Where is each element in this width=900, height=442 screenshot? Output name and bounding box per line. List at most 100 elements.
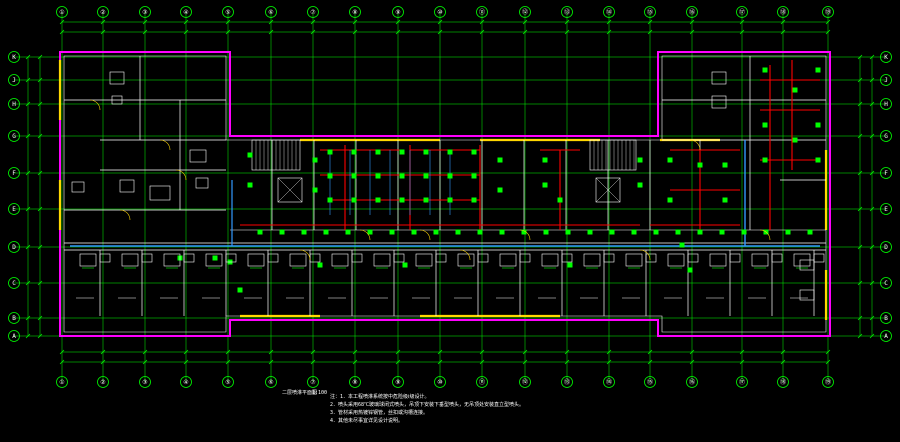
dimension-tick bbox=[869, 54, 875, 60]
dimension-tick bbox=[479, 19, 485, 25]
room-fixture bbox=[189, 149, 207, 163]
dimension-tick bbox=[268, 359, 274, 365]
room-fixture bbox=[247, 253, 265, 267]
dimension-tick bbox=[869, 280, 875, 286]
sprinkler-head bbox=[687, 267, 693, 273]
sprinkler-head bbox=[345, 229, 351, 235]
sprinkler-head bbox=[279, 229, 285, 235]
dimension-tick bbox=[522, 19, 528, 25]
axis-bubble-label: ⑭ bbox=[606, 8, 612, 16]
dimension-tick bbox=[25, 206, 31, 212]
room-fixture bbox=[771, 253, 783, 263]
fixtures bbox=[71, 67, 825, 301]
dimension-tick bbox=[780, 359, 786, 365]
dimension-tick bbox=[869, 77, 875, 83]
dimension-tick bbox=[100, 29, 106, 35]
dimension-tick bbox=[37, 54, 43, 60]
dimension-tick bbox=[869, 315, 875, 321]
dimension-tick bbox=[183, 349, 189, 355]
axis-bubble bbox=[880, 130, 892, 142]
sprinkler-head bbox=[423, 149, 429, 155]
note-line: 4．其他未尽事宜详见设计说明。 bbox=[330, 417, 403, 424]
sprinkler-head bbox=[637, 157, 643, 163]
dimension-tick bbox=[183, 359, 189, 365]
axis-bubble-label: G bbox=[884, 133, 888, 140]
dimension-tick bbox=[857, 244, 863, 250]
room-fixture bbox=[195, 177, 209, 189]
sprinkler-head bbox=[471, 149, 477, 155]
axis-bubble bbox=[644, 376, 656, 388]
door-swing bbox=[419, 229, 431, 241]
sprinkler-head bbox=[455, 229, 461, 235]
sprinkler-head bbox=[247, 182, 253, 188]
sprinkler-head bbox=[327, 197, 333, 203]
elevator-x bbox=[595, 177, 621, 203]
dimension-tick bbox=[142, 29, 148, 35]
sprinkler-head bbox=[697, 162, 703, 168]
axis-bubble-label: ⑭ bbox=[606, 378, 612, 386]
dimension-tick bbox=[59, 359, 65, 365]
axis-bubble-label: J bbox=[884, 77, 888, 84]
sprinkler-head bbox=[351, 173, 357, 179]
axis-bubble bbox=[519, 376, 531, 388]
dimension-tick bbox=[825, 349, 831, 355]
dimension-tick bbox=[25, 77, 31, 83]
dimension-tick bbox=[780, 29, 786, 35]
dimension-tick bbox=[689, 349, 695, 355]
sprinkler-head bbox=[807, 229, 813, 235]
dimension-tick bbox=[352, 359, 358, 365]
axis-bubble-label: ⑤ bbox=[225, 9, 230, 16]
sprinkler-head bbox=[565, 229, 571, 235]
dimension-tick bbox=[142, 359, 148, 365]
axis-bubble-label: ⑪ bbox=[479, 8, 485, 16]
dimension-tick bbox=[352, 349, 358, 355]
dimension-tick bbox=[268, 19, 274, 25]
door-swing bbox=[175, 169, 187, 181]
sprinkler-head bbox=[471, 173, 477, 179]
sprinkler-head bbox=[785, 229, 791, 235]
sprinkler-head bbox=[447, 197, 453, 203]
door-swing bbox=[299, 249, 311, 261]
sprinkler-head bbox=[447, 173, 453, 179]
room-fixture bbox=[79, 253, 97, 267]
sprinkler-head bbox=[399, 197, 405, 203]
axis-bubble bbox=[880, 277, 892, 289]
axis-bubble-label: ⑥ bbox=[268, 9, 273, 16]
room-fixture bbox=[163, 253, 181, 267]
note-line: 注：1．本工程喷淋系统按中危险级Ⅰ级设计。 bbox=[330, 393, 430, 400]
axis-bubble bbox=[880, 51, 892, 63]
axis-bubble-label: D bbox=[12, 244, 16, 251]
sprinkler-head bbox=[609, 229, 615, 235]
sprinkler-head bbox=[327, 173, 333, 179]
dimension-tick bbox=[310, 359, 316, 365]
sprinkler-head bbox=[317, 262, 323, 268]
dimension-tick bbox=[857, 101, 863, 107]
room-fixture bbox=[709, 253, 727, 267]
dimension-tick bbox=[869, 170, 875, 176]
axis-bubble-label: ⑫ bbox=[522, 8, 528, 16]
axis-bubble-label: ⑥ bbox=[268, 379, 273, 386]
axis-bubble-label: ⑰ bbox=[739, 378, 745, 386]
dimension-tick bbox=[739, 29, 745, 35]
dimension-tick bbox=[395, 359, 401, 365]
sprinkler-head bbox=[423, 173, 429, 179]
sprinkler-head bbox=[327, 149, 333, 155]
sprinkler-head bbox=[402, 262, 408, 268]
dimension-tick bbox=[183, 19, 189, 25]
axis-bubble-label: ⑧ bbox=[352, 9, 357, 16]
sprinkler-head bbox=[697, 229, 703, 235]
axis-bubble bbox=[139, 376, 151, 388]
axis-bubble-label: ⑦ bbox=[310, 9, 315, 16]
sprinkler-head bbox=[399, 173, 405, 179]
dimension-tick bbox=[869, 244, 875, 250]
dimension-tick bbox=[59, 349, 65, 355]
dimension-tick bbox=[857, 77, 863, 83]
room-fixture bbox=[109, 71, 125, 85]
dimension-tick bbox=[606, 349, 612, 355]
sprinkler-head bbox=[237, 287, 243, 293]
axis-bubble bbox=[8, 51, 20, 63]
dimension-tick bbox=[310, 349, 316, 355]
room-fixture bbox=[561, 253, 573, 263]
axis-bubble bbox=[519, 6, 531, 18]
dimension-tick bbox=[479, 349, 485, 355]
